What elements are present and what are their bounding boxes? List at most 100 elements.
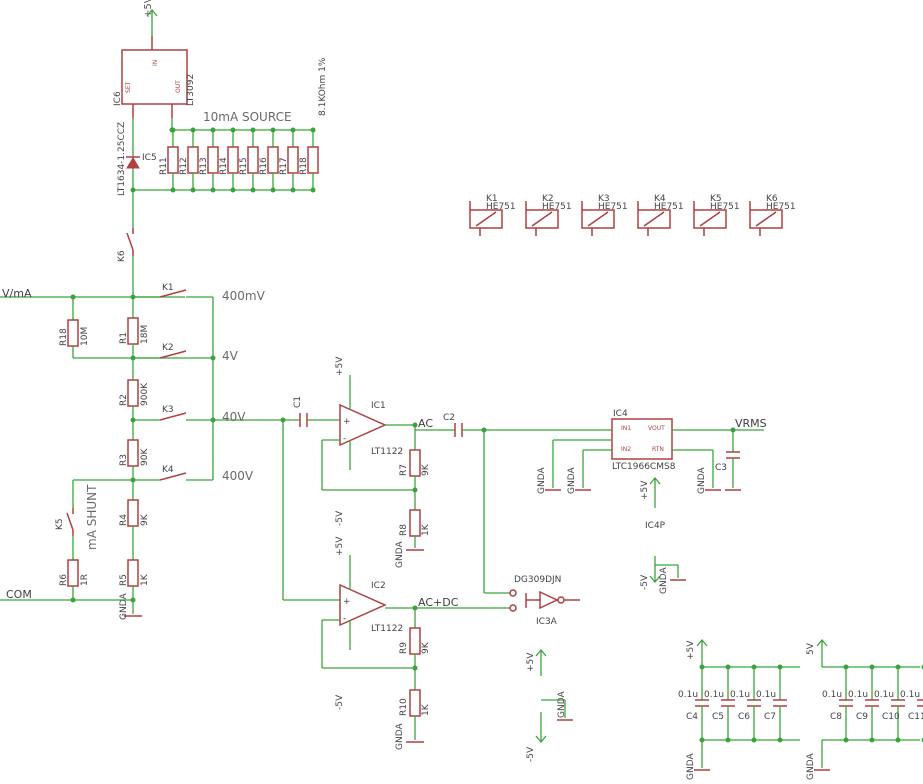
net-ac-dc: AC+DC (418, 596, 459, 609)
r3-ref: R3 (119, 454, 129, 466)
ic6-supply-label: +5V (143, 0, 154, 18)
source-resistor: R15 (239, 127, 259, 193)
ic4-gnd2: GNDA (567, 467, 577, 494)
caps-vplus-b: 5V (806, 642, 816, 655)
ic4-pin-in1: IN1 (621, 425, 631, 432)
ic4-pin-rtn: RTN (652, 446, 664, 453)
r6-ref: R6 (59, 574, 69, 586)
net-ac: AC (418, 417, 433, 430)
r1-ref: R1 (119, 332, 129, 344)
c3-ref: C3 (715, 463, 727, 473)
net-com: COM (6, 588, 32, 601)
r8-value: 1K (421, 523, 431, 536)
junctions (70, 127, 736, 671)
source-resistor-ref: R13 (199, 157, 209, 175)
ic3-supply: +5V -5V GNDA (526, 648, 573, 762)
ic3-gnd: GNDA (557, 691, 567, 718)
ic3-value: DG309DJN (514, 575, 561, 585)
ic4p-vplus: +5V (640, 480, 650, 500)
acdc-path: + - IC2 LT1122 +5V -5V AC+DC R9 9K R10 1… (283, 536, 510, 750)
ic6-pin-out: OUT (175, 80, 182, 93)
ic4-pin-in2: IN2 (621, 446, 631, 453)
ic4-ref: IC4 (613, 409, 628, 419)
caps-gnd-b: GNDA (806, 753, 816, 780)
ic4p-gnd: GNDA (659, 567, 669, 594)
cap-ref: C11 (908, 712, 923, 722)
r18-value: 10M (80, 327, 90, 346)
k1-ref: K1 (162, 283, 174, 293)
ic2-vplus: +5V (335, 536, 345, 556)
cap-value: 0.1u (874, 690, 894, 700)
ic1-ref: IC1 (371, 401, 386, 411)
ic2-ref: IC2 (371, 581, 386, 591)
source-resistor: R16 (259, 127, 279, 193)
source-resistor-ref: R16 (259, 157, 269, 175)
source-label: 10mA SOURCE (203, 110, 292, 124)
relay-coils: K1HE751K2HE751K3HE751K4HE751K5HE751K6HE7… (469, 194, 796, 236)
source-resistor-ref: R15 (239, 157, 249, 175)
ic4p-vminus: -5V (640, 574, 650, 590)
relay-value: HE751 (766, 202, 796, 212)
ic3-vminus: -5V (526, 746, 536, 762)
relay-ref: K6 (766, 194, 778, 204)
ma-shunt: COM K5 mA SHUNT R6 1R (0, 479, 133, 601)
cap-value: 0.1u (756, 690, 776, 700)
cap-value: 0.1u (704, 690, 724, 700)
input-divider: V/mA R18 10M R1 18M R2 900K R3 90K R4 9K… (0, 287, 213, 620)
r4-ref: R4 (119, 514, 129, 526)
ic6-pin-set: SET (125, 81, 132, 93)
ic5-ref: IC5 (142, 153, 157, 163)
c1-ref: C1 (293, 396, 303, 408)
range-4v: 4V (222, 349, 239, 363)
cap-ref: C5 (712, 712, 724, 722)
ic1-vplus: +5V (335, 356, 345, 376)
ic3-vplus: +5V (526, 652, 536, 672)
ic4-pin-vout: VOUT (648, 425, 665, 432)
ic4-gnd1: GNDA (537, 467, 547, 494)
cap-ref: C4 (686, 712, 698, 722)
ic6-ref: IC6 (113, 91, 123, 106)
source-resistor: R13 (199, 127, 219, 193)
range-400mv: 400mV (222, 289, 266, 303)
r6-value: 1R (80, 574, 90, 586)
ic3a-switch: DG309DJN IC3A (509, 575, 580, 627)
r10-value: 1K (421, 703, 431, 716)
ic1-value: LT1122 (371, 447, 403, 457)
relay-ref: K5 (710, 194, 722, 204)
cap-ref: C7 (764, 712, 776, 722)
source-resistor-ref: R11 (159, 157, 169, 175)
relay-value: HE751 (542, 202, 572, 212)
ma-shunt-label: mA SHUNT (85, 484, 99, 550)
source-resistor-ref: R12 (179, 157, 189, 175)
ic2-vminus: -5V (335, 694, 345, 710)
ic6-supply-arrow (146, 8, 158, 36)
ic1-plus: + (343, 417, 351, 427)
source-resistor: R11 (159, 127, 179, 193)
ic5-value: LT1634-1.25CCZ (117, 122, 127, 196)
cap-ref: C10 (882, 712, 900, 722)
source-resistor-ref: R14 (219, 157, 229, 175)
ic6-regulator: +5V IC6 LT3092 SET IN OUT (113, 0, 196, 118)
relay-value: HE751 (654, 202, 684, 212)
ic3a-ref: IC3A (536, 617, 558, 627)
source-resistor-ref: R17 (279, 157, 289, 175)
cap-value: 0.1u (900, 690, 920, 700)
relay-value: HE751 (486, 202, 516, 212)
divider-gnd: GNDA (119, 593, 129, 620)
r10-ref: R10 (399, 698, 409, 716)
ic5-reference: IC5 LT1634-1.25CCZ (117, 122, 157, 196)
r5-value: 1K (140, 573, 150, 586)
cap-value: 0.1u (822, 690, 842, 700)
k6-ref: K6 (117, 250, 127, 262)
ic2-minus: - (343, 614, 346, 624)
